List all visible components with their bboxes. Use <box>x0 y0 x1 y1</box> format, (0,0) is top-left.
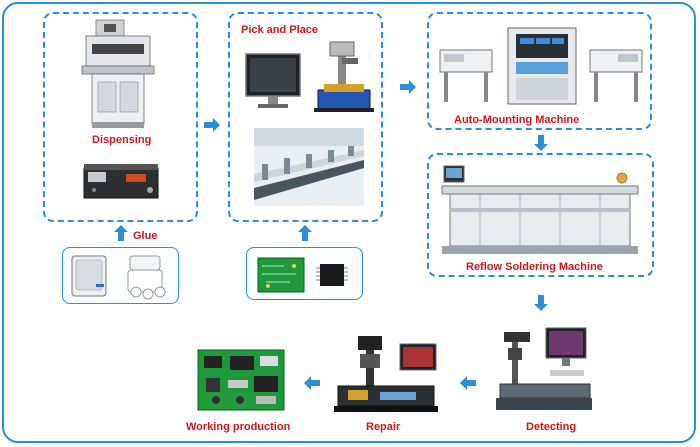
up-arrow-icon <box>114 225 128 241</box>
ic-chip-image <box>316 264 348 286</box>
right-arrow-icon <box>400 80 416 94</box>
up-arrow-icon <box>298 225 312 241</box>
left-arrow-icon <box>460 376 476 390</box>
dispenser-controller-image <box>83 164 159 199</box>
auto-mounting-label: Auto-Mounting Machine <box>454 114 580 126</box>
repair-station-image <box>334 336 438 412</box>
glue-fridge-image <box>71 255 107 297</box>
right-arrow-icon <box>204 118 220 132</box>
monitor-image <box>245 53 301 108</box>
glue-label: Glue <box>133 230 158 242</box>
down-arrow-icon <box>534 295 548 311</box>
green-pcb-image <box>257 257 305 293</box>
dispensing-box <box>43 12 198 222</box>
finished-pcb-image <box>197 349 285 411</box>
detecting-label: Detecting <box>526 421 577 433</box>
repair-label: Repair <box>366 421 401 433</box>
down-arrow-icon <box>534 135 548 151</box>
pick-place-machine-image <box>314 41 374 112</box>
pick-and-place-label: Pick and Place <box>241 24 319 36</box>
outer-frame <box>2 2 696 443</box>
detecting-machine-image <box>496 327 592 410</box>
assembly-line-image <box>254 128 364 206</box>
left-arrow-icon <box>304 376 320 390</box>
auto-mounting-machine-image <box>439 27 643 105</box>
dispensing-label: Dispensing <box>92 134 152 146</box>
reflow-soldering-box <box>427 153 654 277</box>
pick-and-place-box <box>228 12 383 222</box>
auto-mounting-box <box>427 12 652 130</box>
glue-jars-image <box>127 255 166 300</box>
working-production-label: Working production <box>186 421 291 433</box>
reflow-label: Reflow Soldering Machine <box>466 261 603 273</box>
stencil-printer-image <box>81 19 155 128</box>
reflow-oven-image <box>441 165 639 254</box>
